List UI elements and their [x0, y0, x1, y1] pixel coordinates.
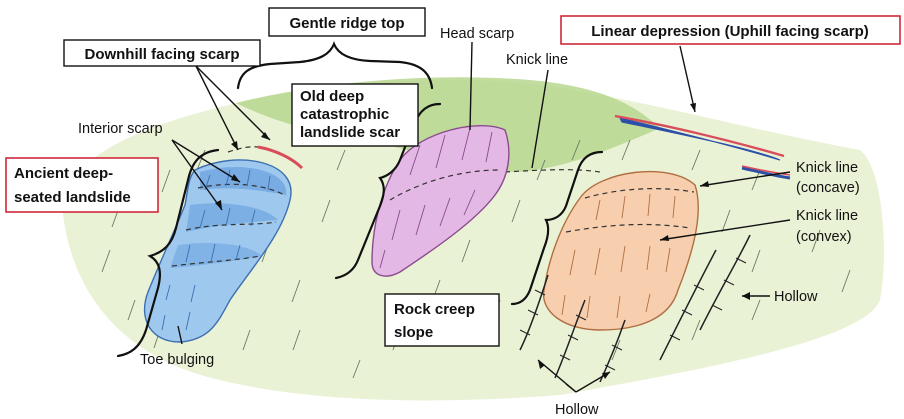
knick-line-convex-label-1: Knick line	[796, 208, 858, 224]
toe-bulging-label: Toe bulging	[140, 352, 214, 368]
old-landslide-scar-label-3: landslide scar	[300, 124, 400, 141]
knick-line-concave-label-1: Knick line	[796, 160, 858, 176]
knick-line-convex-label-2: (convex)	[796, 229, 852, 245]
rock-creep-slope-label-1: Rock creep	[394, 301, 475, 318]
rock-creep-slope-label-2: slope	[394, 324, 433, 341]
ancient-landslide-label-2: seated landslide	[14, 189, 131, 206]
old-landslide-scar-label-2: catastrophic	[300, 106, 389, 123]
knick-line-top-label: Knick line	[506, 52, 568, 68]
gentle-ridge-top-label: Gentle ridge top	[289, 15, 404, 32]
head-scarp-label: Head scarp	[440, 26, 514, 42]
knick-line-concave-label-2: (concave)	[796, 180, 860, 196]
linear-depression-label: Linear depression (Uphill facing scarp)	[591, 23, 869, 40]
downhill-facing-scarp-label: Downhill facing scarp	[84, 46, 239, 63]
interior-scarp-label: Interior scarp	[78, 121, 163, 137]
ancient-landslide-label-1: Ancient deep-	[14, 165, 113, 182]
old-landslide-scar-label-1: Old deep	[300, 88, 364, 105]
hollow-bottom-label: Hollow	[555, 402, 599, 418]
hollow-right-label: Hollow	[774, 289, 818, 305]
